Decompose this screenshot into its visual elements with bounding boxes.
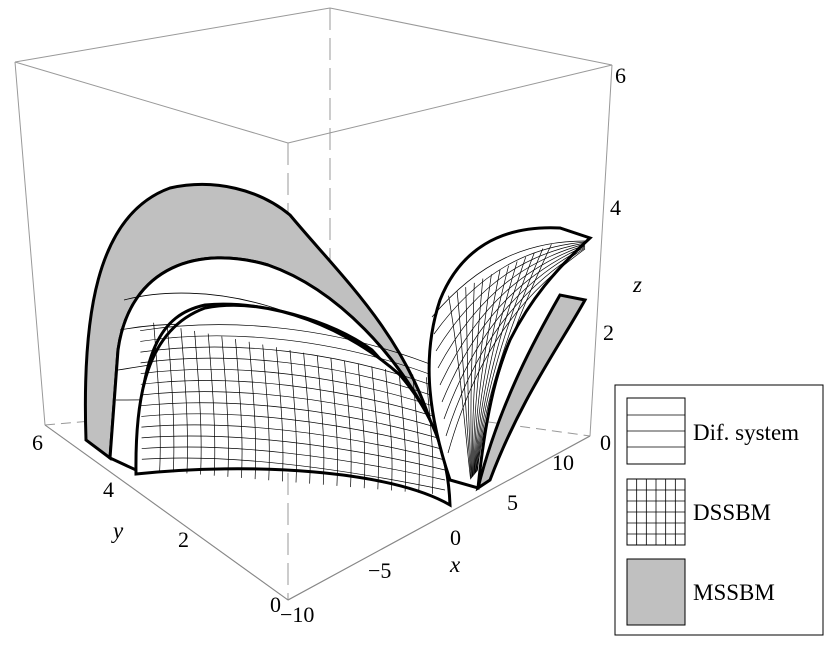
y-axis-label: y (111, 518, 124, 543)
mesh-line (330, 358, 338, 486)
legend-swatch-gray-fill (626, 558, 686, 626)
mesh-line (439, 244, 586, 386)
mesh-line (475, 257, 527, 473)
mesh-line (180, 328, 188, 474)
z-tick-label: 0 (600, 430, 611, 455)
legend: Dif. system DSSBM MSSBM (614, 384, 824, 636)
mesh-line (140, 324, 446, 371)
legend-entry-mssbm: MSSBM (626, 558, 775, 626)
x-tick-label: −10 (280, 602, 314, 627)
mesh-line (474, 265, 509, 475)
mesh-line (477, 244, 552, 471)
legend-label: MSSBM (693, 580, 775, 605)
mesh-line (448, 295, 471, 480)
mesh-line (426, 377, 434, 494)
mesh-line (473, 269, 501, 476)
mesh-line (371, 366, 379, 490)
dssbm-left-surface (134, 303, 452, 508)
mesh-line (385, 369, 393, 491)
dssbm-left-mesh (140, 322, 446, 494)
mesh-line (141, 435, 446, 471)
mesh-line (344, 360, 352, 488)
mesh-line (140, 346, 446, 391)
mesh-line (248, 341, 257, 480)
mesh-line (276, 347, 284, 482)
z-tick-label: 2 (603, 320, 614, 345)
z-tick-label: 6 (615, 63, 626, 88)
mesh-line (207, 333, 216, 476)
mesh-line (316, 355, 325, 485)
mesh-line (140, 380, 446, 421)
mesh-line (141, 402, 446, 441)
mesh-line (447, 248, 586, 454)
legend-label: Dif. system (693, 420, 799, 445)
mesh-line (476, 248, 544, 472)
dssbm-right-mesh (431, 240, 586, 480)
mesh-line (412, 374, 420, 493)
x-tick-label: −5 (368, 558, 391, 583)
front-axes (44, 424, 591, 601)
mesh-line (262, 344, 270, 481)
legend-entry-dif-system: Dif. system (626, 397, 799, 465)
mesh-line (357, 363, 366, 489)
y-ticks: 0 2 4 6 (32, 430, 281, 617)
x-tick-label: 0 (450, 525, 461, 550)
z-ticks: 0 2 4 6 (600, 63, 626, 455)
mesh-line (465, 287, 473, 478)
mesh-line (140, 369, 446, 411)
mesh-line (456, 291, 472, 479)
mesh-line (398, 371, 407, 492)
mesh-line (289, 349, 297, 483)
mesh-line (141, 457, 446, 491)
mesh-line (433, 241, 586, 335)
mesh-line (221, 336, 229, 477)
mesh-line (140, 391, 446, 431)
mesh-line (194, 330, 202, 475)
x-axis-label: x (449, 552, 461, 577)
x-tick-label: 5 (507, 490, 518, 515)
legend-label: DSSBM (693, 500, 771, 525)
mesh-line (441, 245, 586, 403)
mesh-line (474, 261, 518, 474)
y-tick-label: 6 (32, 430, 43, 455)
y-tick-label: 4 (103, 477, 114, 502)
mesh-line (475, 252, 535, 473)
y-tick-label: 2 (178, 527, 189, 552)
mesh-line (443, 246, 586, 420)
mesh-line (470, 282, 475, 478)
z-tick-label: 4 (610, 195, 621, 220)
z-axis-label: z (632, 272, 642, 297)
x-tick-label: 10 (552, 450, 574, 475)
legend-entry-dssbm: DSSBM (626, 478, 771, 546)
mesh-line (235, 339, 243, 478)
mesh-line (140, 335, 446, 381)
y-tick-label: 0 (270, 592, 281, 617)
mesh-line (303, 352, 311, 484)
mesh-line (141, 413, 446, 451)
mesh-line (140, 357, 446, 401)
x-ticks: −10 −5 0 5 10 (280, 450, 574, 627)
mesh-line (437, 243, 586, 369)
mesh-line (141, 424, 446, 461)
mesh-line (473, 274, 492, 476)
mesh-line (431, 240, 586, 318)
mesh-line (141, 446, 446, 481)
mssbm-right-surface (475, 293, 588, 492)
mesh-line (445, 247, 586, 437)
mesh-line (435, 242, 586, 352)
